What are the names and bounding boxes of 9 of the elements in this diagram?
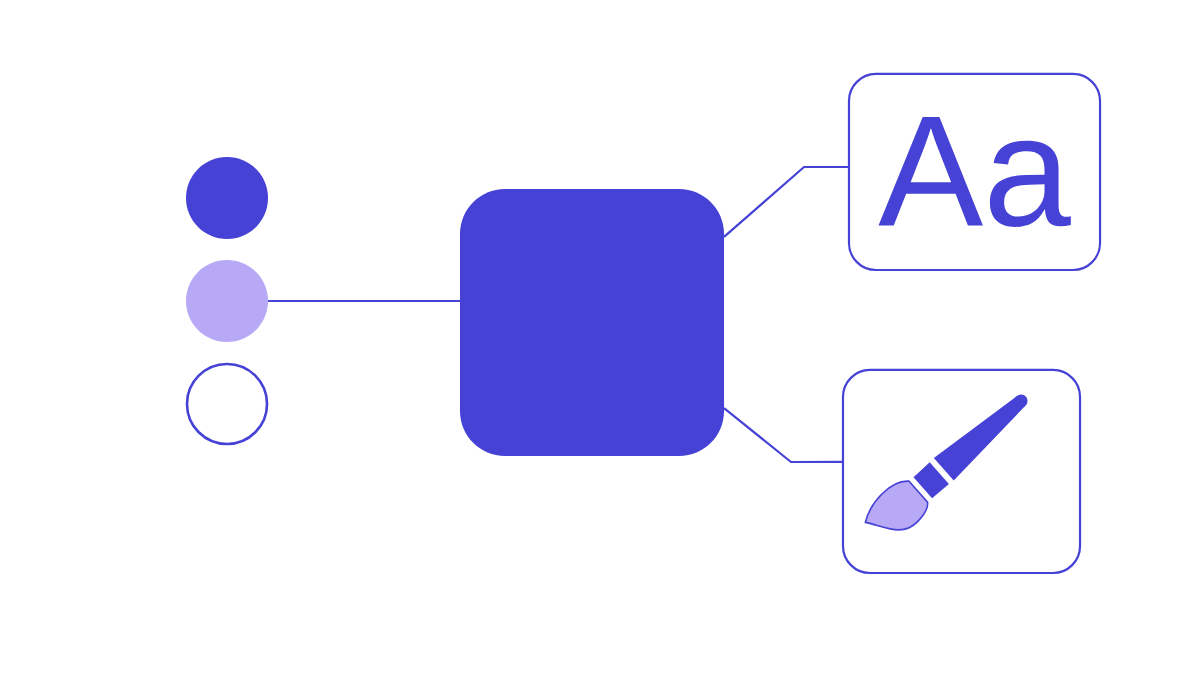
connector-line: [723, 165, 849, 238]
connector-line: [723, 407, 843, 464]
type-sample-box: Aa: [847, 72, 1102, 272]
color-swatch: [186, 260, 268, 342]
picture-box: [841, 368, 1082, 575]
connector-line: [268, 299, 460, 303]
rounded-square: [460, 188, 725, 457]
color-swatch: [185, 362, 269, 446]
color-swatch: [186, 157, 268, 239]
